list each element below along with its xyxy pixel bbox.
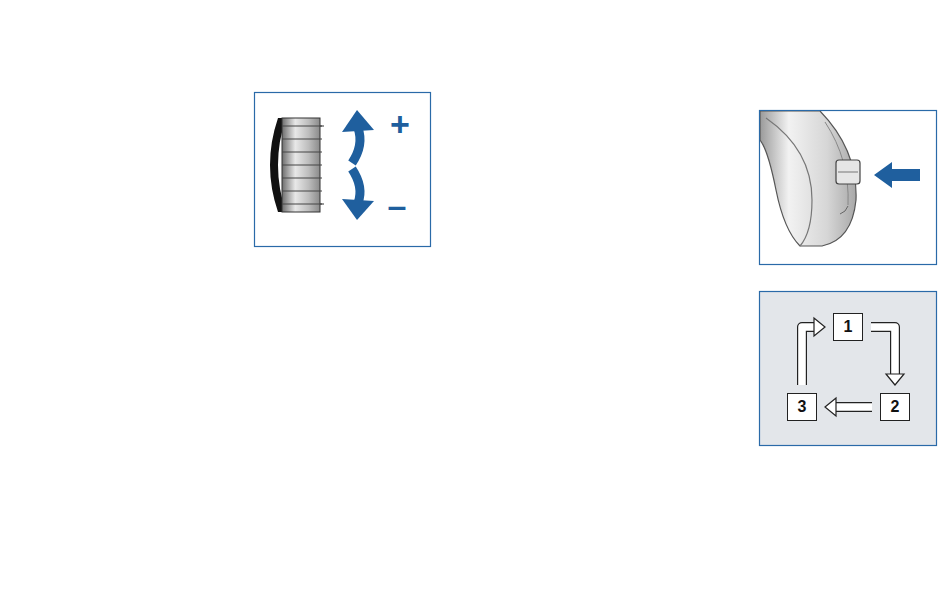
program-panel	[760, 292, 937, 446]
program-number: 3	[798, 399, 807, 415]
cycle-arrow	[871, 327, 904, 385]
hearing-aid-figure	[760, 111, 937, 265]
knurl-ridge	[282, 152, 322, 153]
program-box: 2	[880, 393, 910, 421]
knurl-ridge	[282, 126, 322, 127]
program-box: 3	[787, 393, 817, 421]
volume-wheel-figure	[255, 93, 431, 247]
cycle-arrow	[825, 398, 872, 416]
knurl-ridge	[282, 204, 322, 205]
cycle-arrow	[802, 318, 825, 385]
knurl-ridge	[282, 178, 322, 179]
volume-sign: –	[388, 188, 407, 222]
program-number: 2	[891, 399, 900, 415]
knurl-ridge	[282, 139, 322, 140]
program-box: 1	[833, 313, 863, 341]
program-number: 1	[844, 319, 853, 335]
knurl-ridge	[282, 165, 322, 166]
volume-sign: +	[390, 107, 410, 141]
knurl-ridge	[282, 191, 322, 192]
